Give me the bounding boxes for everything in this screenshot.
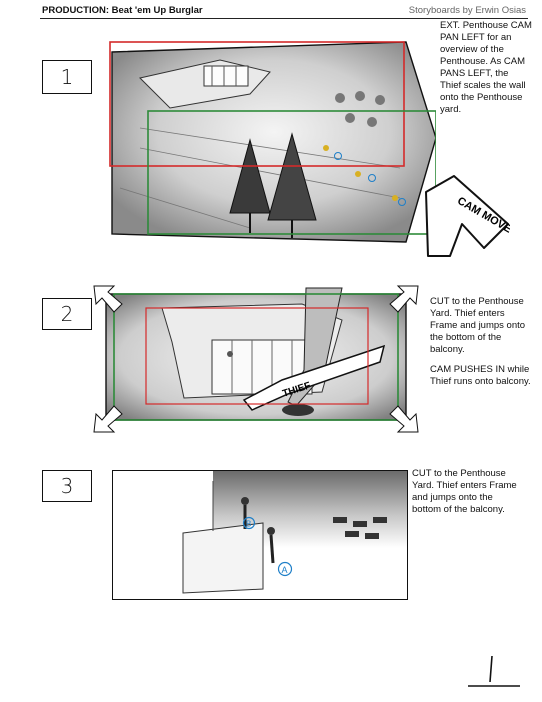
panel-3-caption: CUT to the Penthouse Yard. Thief enters … [412, 468, 517, 515]
panel-2-caption-cam: CAM PUSHES IN while Thief runs onto balc… [430, 364, 531, 387]
panel-3-number-text: 3 [60, 474, 74, 498]
production-title: PRODUCTION: Beat 'em Up Burglar [42, 5, 203, 16]
panel-1-number-text: 1 [60, 65, 74, 89]
panel-1-number: 1 [42, 60, 92, 94]
panel-3-sketch: B A [112, 470, 408, 600]
panel-1-sketch [100, 38, 437, 262]
panel-2-sketch: THIEF [92, 282, 420, 434]
marker-b-label: B [246, 520, 251, 529]
panel-1-caption: EXT. Penthouse CAM PAN LEFT for an overv… [440, 20, 532, 115]
storyboard-credit: Storyboards by Erwin Osias [408, 5, 526, 16]
panel-2-caption: CUT to the Penthouse Yard. Thief enters … [430, 296, 526, 355]
panel-2-number: 2 [42, 298, 92, 330]
page-header: PRODUCTION: Beat 'em Up Burglar Storyboa… [40, 4, 528, 19]
panel-3-number: 3 [42, 470, 92, 502]
panel-2-number-text: 2 [60, 302, 74, 326]
page-number [466, 652, 522, 690]
marker-a-label: A [282, 565, 288, 575]
cam-move-arrow: CAM MOVE [424, 174, 514, 258]
